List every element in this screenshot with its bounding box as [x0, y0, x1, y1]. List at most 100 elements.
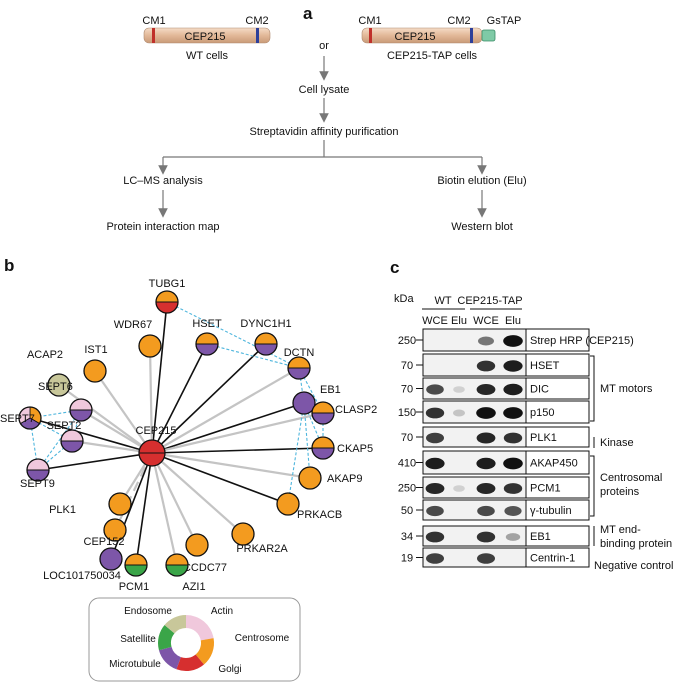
- tap-tag-box: [481, 29, 496, 42]
- node-azi1: [165, 553, 189, 577]
- band-eb1-lane-3: [476, 531, 496, 543]
- node-label-ckap5: CKAP5: [337, 443, 373, 455]
- node-cep215-hub: [138, 439, 166, 467]
- lane-label-2: Elu: [451, 315, 467, 327]
- band-dic-lane-2: [453, 386, 465, 393]
- blot-row-p150: p150 150: [398, 400, 590, 424]
- edge-cep215-sept7: [29, 417, 153, 454]
- legend-donut: [158, 615, 214, 671]
- band-akap450-lane-4: [503, 457, 523, 470]
- edge-cep215-pcm1: [135, 452, 153, 566]
- node-ccdc77: [185, 533, 209, 557]
- panel-b-letter: b: [4, 256, 14, 275]
- node-ist1: [83, 359, 107, 383]
- node-label-prkar2a: PRKAR2A: [236, 543, 288, 555]
- edge-cep215-wdr67: [148, 345, 154, 454]
- edge-sept6-sept7: [29, 409, 82, 419]
- blot-label-pcm1: PCM1: [530, 483, 561, 495]
- node-sept7: [18, 406, 42, 430]
- edge-tubg1-dctn: [166, 301, 300, 369]
- group-negative-control: Negative control: [594, 560, 674, 572]
- edge-cep215-tubg1: [151, 301, 168, 454]
- edge-cep215-ist1: [94, 370, 153, 454]
- tap-protein-name: CEP215: [395, 31, 436, 43]
- band-p150-lane-4: [503, 407, 523, 419]
- node-clasp2: [311, 401, 335, 425]
- flow-arrows: [158, 56, 487, 218]
- node-label-tubg1: TUBG1: [149, 278, 186, 290]
- wt-protein-name: CEP215: [185, 31, 226, 43]
- band-p150-lane-2: [453, 409, 465, 417]
- node-sept2: [60, 429, 84, 453]
- legend-actin: Actin: [211, 606, 233, 617]
- node-label-pcm1: PCM1: [119, 581, 150, 593]
- step-purification: Streptavidin affinity purification: [250, 126, 399, 138]
- edge-cep215-acap2: [58, 384, 153, 454]
- node-prkacb: [276, 492, 300, 516]
- edge-eb1-akap9: [303, 402, 311, 479]
- group-centrosomal-line2: proteins: [600, 486, 640, 498]
- node-label-ist1: IST1: [84, 344, 107, 356]
- legend-centrosome: Centrosome: [235, 633, 290, 644]
- node-label-plk1: PLK1: [49, 504, 76, 516]
- band-centrin-1-lane-3: [477, 553, 495, 564]
- blot-row-eb1: EB1 34: [401, 525, 590, 547]
- legend-segment-golgi: [176, 654, 204, 671]
- mw-centrin-1: 19: [401, 553, 413, 565]
- band-dic-lane-4: [503, 383, 523, 396]
- node-dctn: [287, 356, 311, 380]
- wt-construct: CM1 CM2 CEP215 WT cells: [142, 15, 271, 62]
- panel-a: a CM1 CM2 CEP215 WT cells or CM1 CM2 GsT…: [106, 4, 526, 233]
- mw-pcm1: 250: [398, 483, 416, 495]
- legend-segment-satellite: [158, 625, 175, 651]
- node-label-sept6: SEPT6: [38, 381, 73, 393]
- mw-dic: 70: [401, 384, 413, 396]
- edge-cep215-sept6: [80, 409, 153, 454]
- node-prkar2a: [231, 522, 255, 546]
- tap-cm1-label: CM1: [358, 15, 381, 27]
- node-label-azi1: AZI1: [182, 581, 205, 593]
- band-strep-hrp-cep215-lane-4: [503, 335, 523, 347]
- mw-p150: 150: [398, 407, 416, 419]
- band-strep-hrp-cep215-lane-3: [478, 336, 494, 346]
- node-label-dync1h1: DYNC1H1: [240, 318, 291, 330]
- node-label-ccdc77: CCDC77: [183, 562, 227, 574]
- edge-sept7-sept9: [29, 417, 39, 471]
- wt-cm2-mark: [256, 28, 259, 43]
- band-hset-lane-4: [503, 360, 523, 372]
- wt-cm1-label: CM1: [142, 15, 165, 27]
- tap-cm1-mark: [369, 28, 372, 43]
- edge-cep215-hset: [151, 343, 208, 454]
- band-akap450-lane-1: [425, 457, 445, 470]
- edge-cep215-cep152: [114, 452, 153, 531]
- edge-cep215-ccdc77: [151, 452, 198, 546]
- blot-label-eb1: EB1: [530, 531, 551, 543]
- wt-cm2-label: CM2: [245, 15, 268, 27]
- blot-label-p150: p150: [530, 407, 554, 419]
- panel-c-letter: c: [390, 258, 399, 277]
- blot-label-dic: DIC: [530, 384, 549, 396]
- edge-cep215-prkacb: [151, 452, 289, 505]
- wt-rod: [143, 27, 271, 44]
- band-akap450-lane-3: [476, 457, 496, 470]
- tap-caption: CEP215-TAP cells: [387, 50, 478, 62]
- mw-tubulin: 50: [401, 505, 413, 517]
- node-label-sept2: SEPT2: [47, 420, 82, 432]
- wt-cm1-mark: [152, 28, 155, 43]
- edge-cep215-prkar2a: [151, 452, 244, 535]
- wt-caption: WT cells: [186, 50, 228, 62]
- node-hset: [195, 332, 219, 356]
- node-sept9: [26, 458, 50, 482]
- edge-cep215-akap9: [151, 451, 311, 480]
- node-eb1: [292, 391, 316, 415]
- band-dic-lane-3: [476, 383, 496, 396]
- edge-cep215-clasp2: [151, 411, 324, 455]
- node-acap2: [47, 373, 71, 397]
- mw-eb1: 34: [401, 531, 413, 543]
- mw-akap450: 410: [398, 458, 416, 470]
- lane-label-3: WCE: [473, 315, 499, 327]
- band-pcm1-lane-2: [453, 485, 465, 492]
